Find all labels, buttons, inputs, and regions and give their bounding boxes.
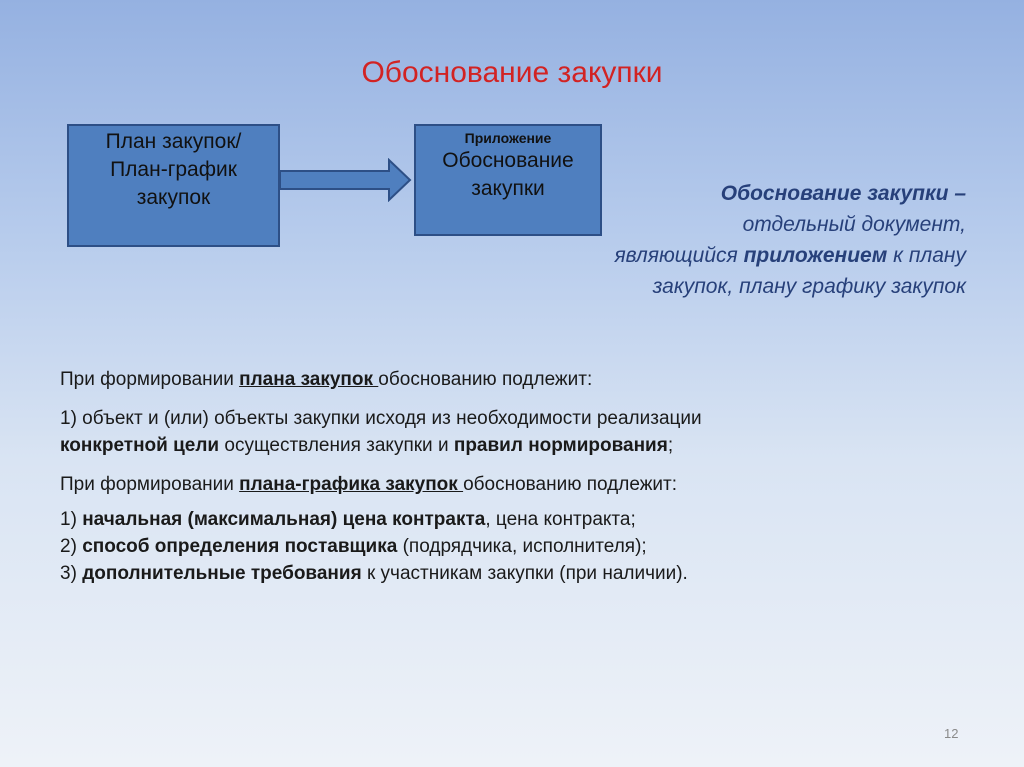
appendix-box-line-1: Обоснование <box>442 149 574 172</box>
definition-line-3: являющийся приложением к плану <box>506 240 966 271</box>
plan-box-line-2: План-график <box>110 158 237 181</box>
plan-box-line-1: План закупок/ <box>105 130 242 153</box>
body-text: При формировании плана закупок обоснован… <box>60 366 960 587</box>
item1-bold: начальная (максимальная) цена контракта <box>82 509 486 530</box>
list-item-1: 1) начальная (максимальная) цена контрак… <box>60 506 960 533</box>
p1-post: обоснованию подлежит: <box>378 369 593 390</box>
definition-term: Обоснование закупки <box>720 182 949 205</box>
definition-part2: являющийся <box>614 244 744 267</box>
page-number: 12 <box>944 726 959 741</box>
item1-rest: , цена контракта; <box>485 509 636 530</box>
p2-mid: осуществления закупки и <box>219 435 454 456</box>
p3-underlined: плана-графика закупок <box>239 474 464 495</box>
list-item-3: 3) дополнительные требования к участника… <box>60 560 960 587</box>
definition-text: Обоснование закупки – отдельный документ… <box>506 178 966 302</box>
p3-pre: При формировании <box>60 474 240 495</box>
item1-num: 1) <box>60 509 83 530</box>
p2-end: ; <box>667 435 674 456</box>
justification-appendix-box: Приложение Обоснование закупки <box>414 124 602 236</box>
appendix-label: Приложение <box>464 130 552 146</box>
procurement-plan-box: План закупок/ План-график закупок <box>67 124 280 247</box>
item3-bold: дополнительные требования <box>82 563 362 584</box>
definition-dash: – <box>948 182 966 205</box>
definition-part3: к плану <box>887 244 966 267</box>
item2-num: 2) <box>60 536 83 557</box>
list-item-2: 2) способ определения поставщика (подряд… <box>60 533 960 560</box>
p2-pre: 1) объект и (или) объекты закупки исходя… <box>60 408 702 429</box>
paragraph-plan-item: 1) объект и (или) объекты закупки исходя… <box>60 405 960 459</box>
arrow-right-icon <box>279 158 412 202</box>
definition-line-1: Обоснование закупки – <box>506 178 966 209</box>
item3-num: 3) <box>60 563 83 584</box>
appendix-box-line-2: закупки <box>471 177 545 200</box>
definition-line-4: закупок, плану графику закупок <box>652 275 966 298</box>
p1-underlined: плана закупок <box>239 369 379 390</box>
definition-line-2: отдельный документ, <box>742 213 966 236</box>
p2-bold-1: конкретной цели <box>60 435 220 456</box>
plan-box-line-3: закупок <box>136 186 211 209</box>
definition-appendix-word: приложением <box>743 244 888 267</box>
item2-rest: (подрядчика, исполнителя); <box>397 536 647 557</box>
item2-bold: способ определения поставщика <box>82 536 398 557</box>
item3-rest: к участникам закупки (при наличии). <box>361 563 688 584</box>
p1-pre: При формировании <box>60 369 240 390</box>
p2-bold-2: правил нормирования <box>453 435 668 456</box>
slide-title: Обоснование закупки <box>361 56 663 89</box>
paragraph-plan: При формировании плана закупок обоснован… <box>60 366 960 393</box>
paragraph-schedule: При формировании плана-графика закупок о… <box>60 471 960 498</box>
p3-post: обоснованию подлежит: <box>463 474 678 495</box>
